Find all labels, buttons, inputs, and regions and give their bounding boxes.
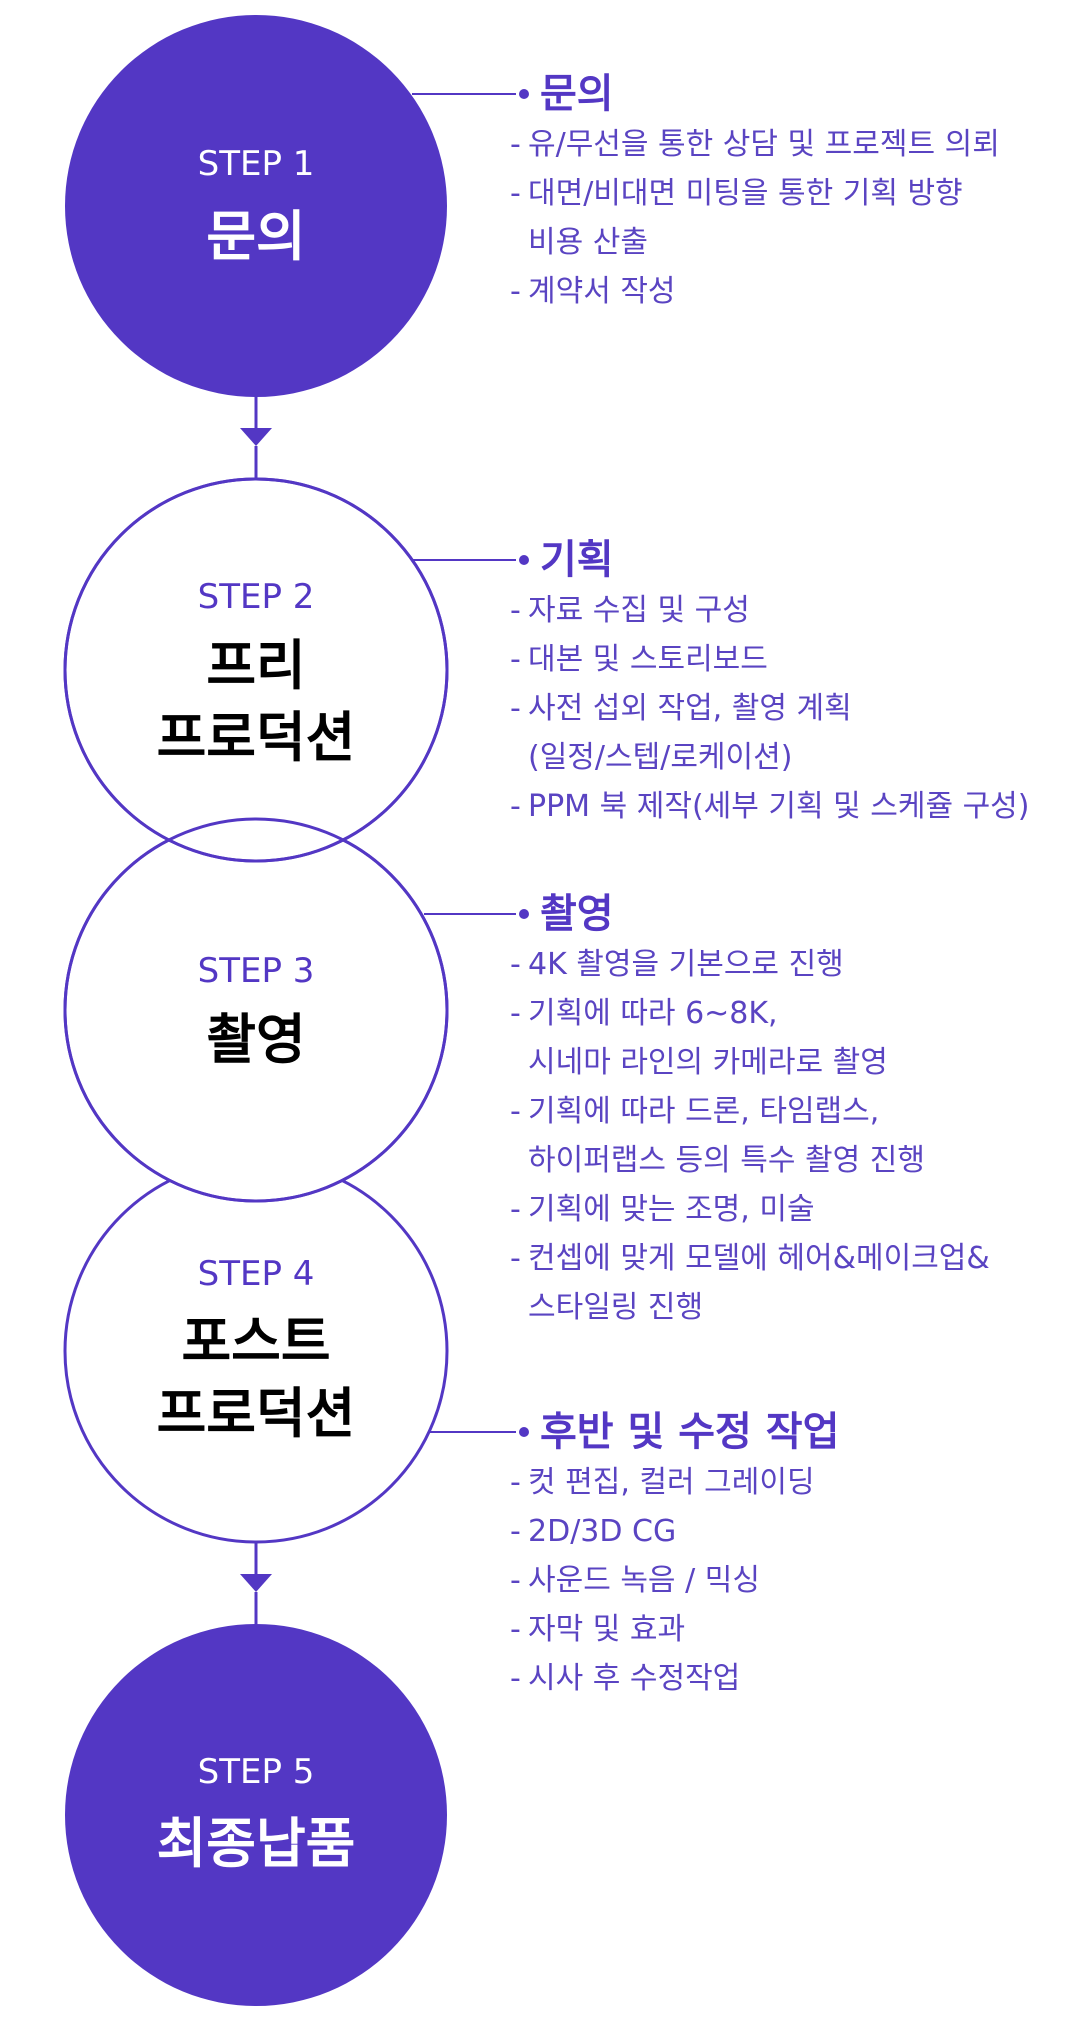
step-2-circle-outline [63, 477, 449, 863]
step-4-title-line-1: 포스트 [181, 1310, 330, 1373]
step-2-items: -자료 수집 및 구성 -대본 및 스토리보드 -사전 섭외 작업, 촬영 계획… [510, 586, 1030, 831]
list-item: -기획에 따라 드론, 타임랩스, [510, 1094, 880, 1129]
step-3-circle-outline [63, 817, 449, 1203]
step-3-title: 촬영 [206, 1008, 305, 1071]
step-2-title-line-2: 프로덕션 [157, 706, 356, 769]
step-5-label: STEP 5 [198, 1752, 315, 1792]
step-5-title: 최종납품 [157, 1812, 356, 1875]
step-1-label: STEP 1 [198, 144, 315, 184]
arrow-step4-to-step5 [240, 1540, 272, 1624]
step-4-bullet [519, 1427, 529, 1437]
step-2-title-line-1: 프리 [206, 634, 305, 697]
step-2-label: STEP 2 [198, 577, 315, 617]
step-3-bullet [519, 909, 529, 919]
step-1-circle [65, 15, 447, 397]
step-1-heading: 문의 [540, 71, 614, 117]
list-item-continuation: (일정/스텝/로케이션) [528, 740, 793, 775]
step-4-title-line-2: 프로덕션 [157, 1382, 356, 1445]
list-item: -2D/3D CG [510, 1514, 677, 1549]
list-item-continuation: 비용 산출 [528, 225, 648, 260]
list-item-continuation: 스타일링 진행 [528, 1290, 704, 1325]
step-1-items: -유/무선을 통한 상담 및 프로젝트 의뢰 -대면/비대면 미팅을 통한 기획… [510, 120, 1000, 316]
list-item: -사운드 녹음 / 믹싱 [510, 1563, 760, 1598]
step-5-circle [65, 1624, 447, 2006]
list-item: -시사 후 수정작업 [510, 1661, 741, 1696]
step-3-label: STEP 3 [198, 951, 315, 991]
step-2-heading: 기획 [540, 537, 614, 583]
step-1-title: 문의 [206, 205, 305, 268]
list-item: -자료 수집 및 구성 [510, 593, 750, 628]
list-item-continuation: 하이퍼랩스 등의 특수 촬영 진행 [528, 1143, 925, 1178]
list-item: -대면/비대면 미팅을 통한 기획 방향 [510, 176, 963, 211]
step-4-label: STEP 4 [198, 1254, 315, 1294]
list-item: -기획에 맞는 조명, 미술 [510, 1192, 815, 1227]
step-4-items: -컷 편집, 컬러 그레이딩 -2D/3D CG -사운드 녹음 / 믹싱 -자… [510, 1458, 815, 1703]
step-1-bullet [519, 89, 529, 99]
list-item: -계약서 작성 [510, 274, 676, 309]
list-item: -유/무선을 통한 상담 및 프로젝트 의뢰 [510, 127, 1000, 162]
list-item-continuation: 시네마 라인의 카메라로 촬영 [528, 1045, 888, 1080]
step-2-bullet [519, 555, 529, 565]
step-3-items: -4K 촬영을 기본으로 진행 -기획에 따라 6~8K, 시네마 라인의 카메… [510, 940, 990, 1332]
list-item: -PPM 북 제작(세부 기획 및 스케쥴 구성) [510, 789, 1030, 824]
step-4-heading: 후반 및 수정 작업 [540, 1409, 840, 1455]
arrow-step1-to-step2 [240, 396, 272, 478]
list-item: -컷 편집, 컬러 그레이딩 [510, 1465, 815, 1500]
list-item: -자막 및 효과 [510, 1612, 686, 1647]
list-item: -기획에 따라 6~8K, [510, 996, 778, 1031]
list-item: -사전 섭외 작업, 촬영 계획 [510, 691, 852, 726]
list-item: -컨셉에 맞게 모델에 헤어&메이크업& [510, 1241, 990, 1276]
list-item: -대본 및 스토리보드 [510, 642, 768, 677]
step-3-heading: 촬영 [540, 891, 614, 937]
list-item: -4K 촬영을 기본으로 진행 [510, 947, 844, 982]
